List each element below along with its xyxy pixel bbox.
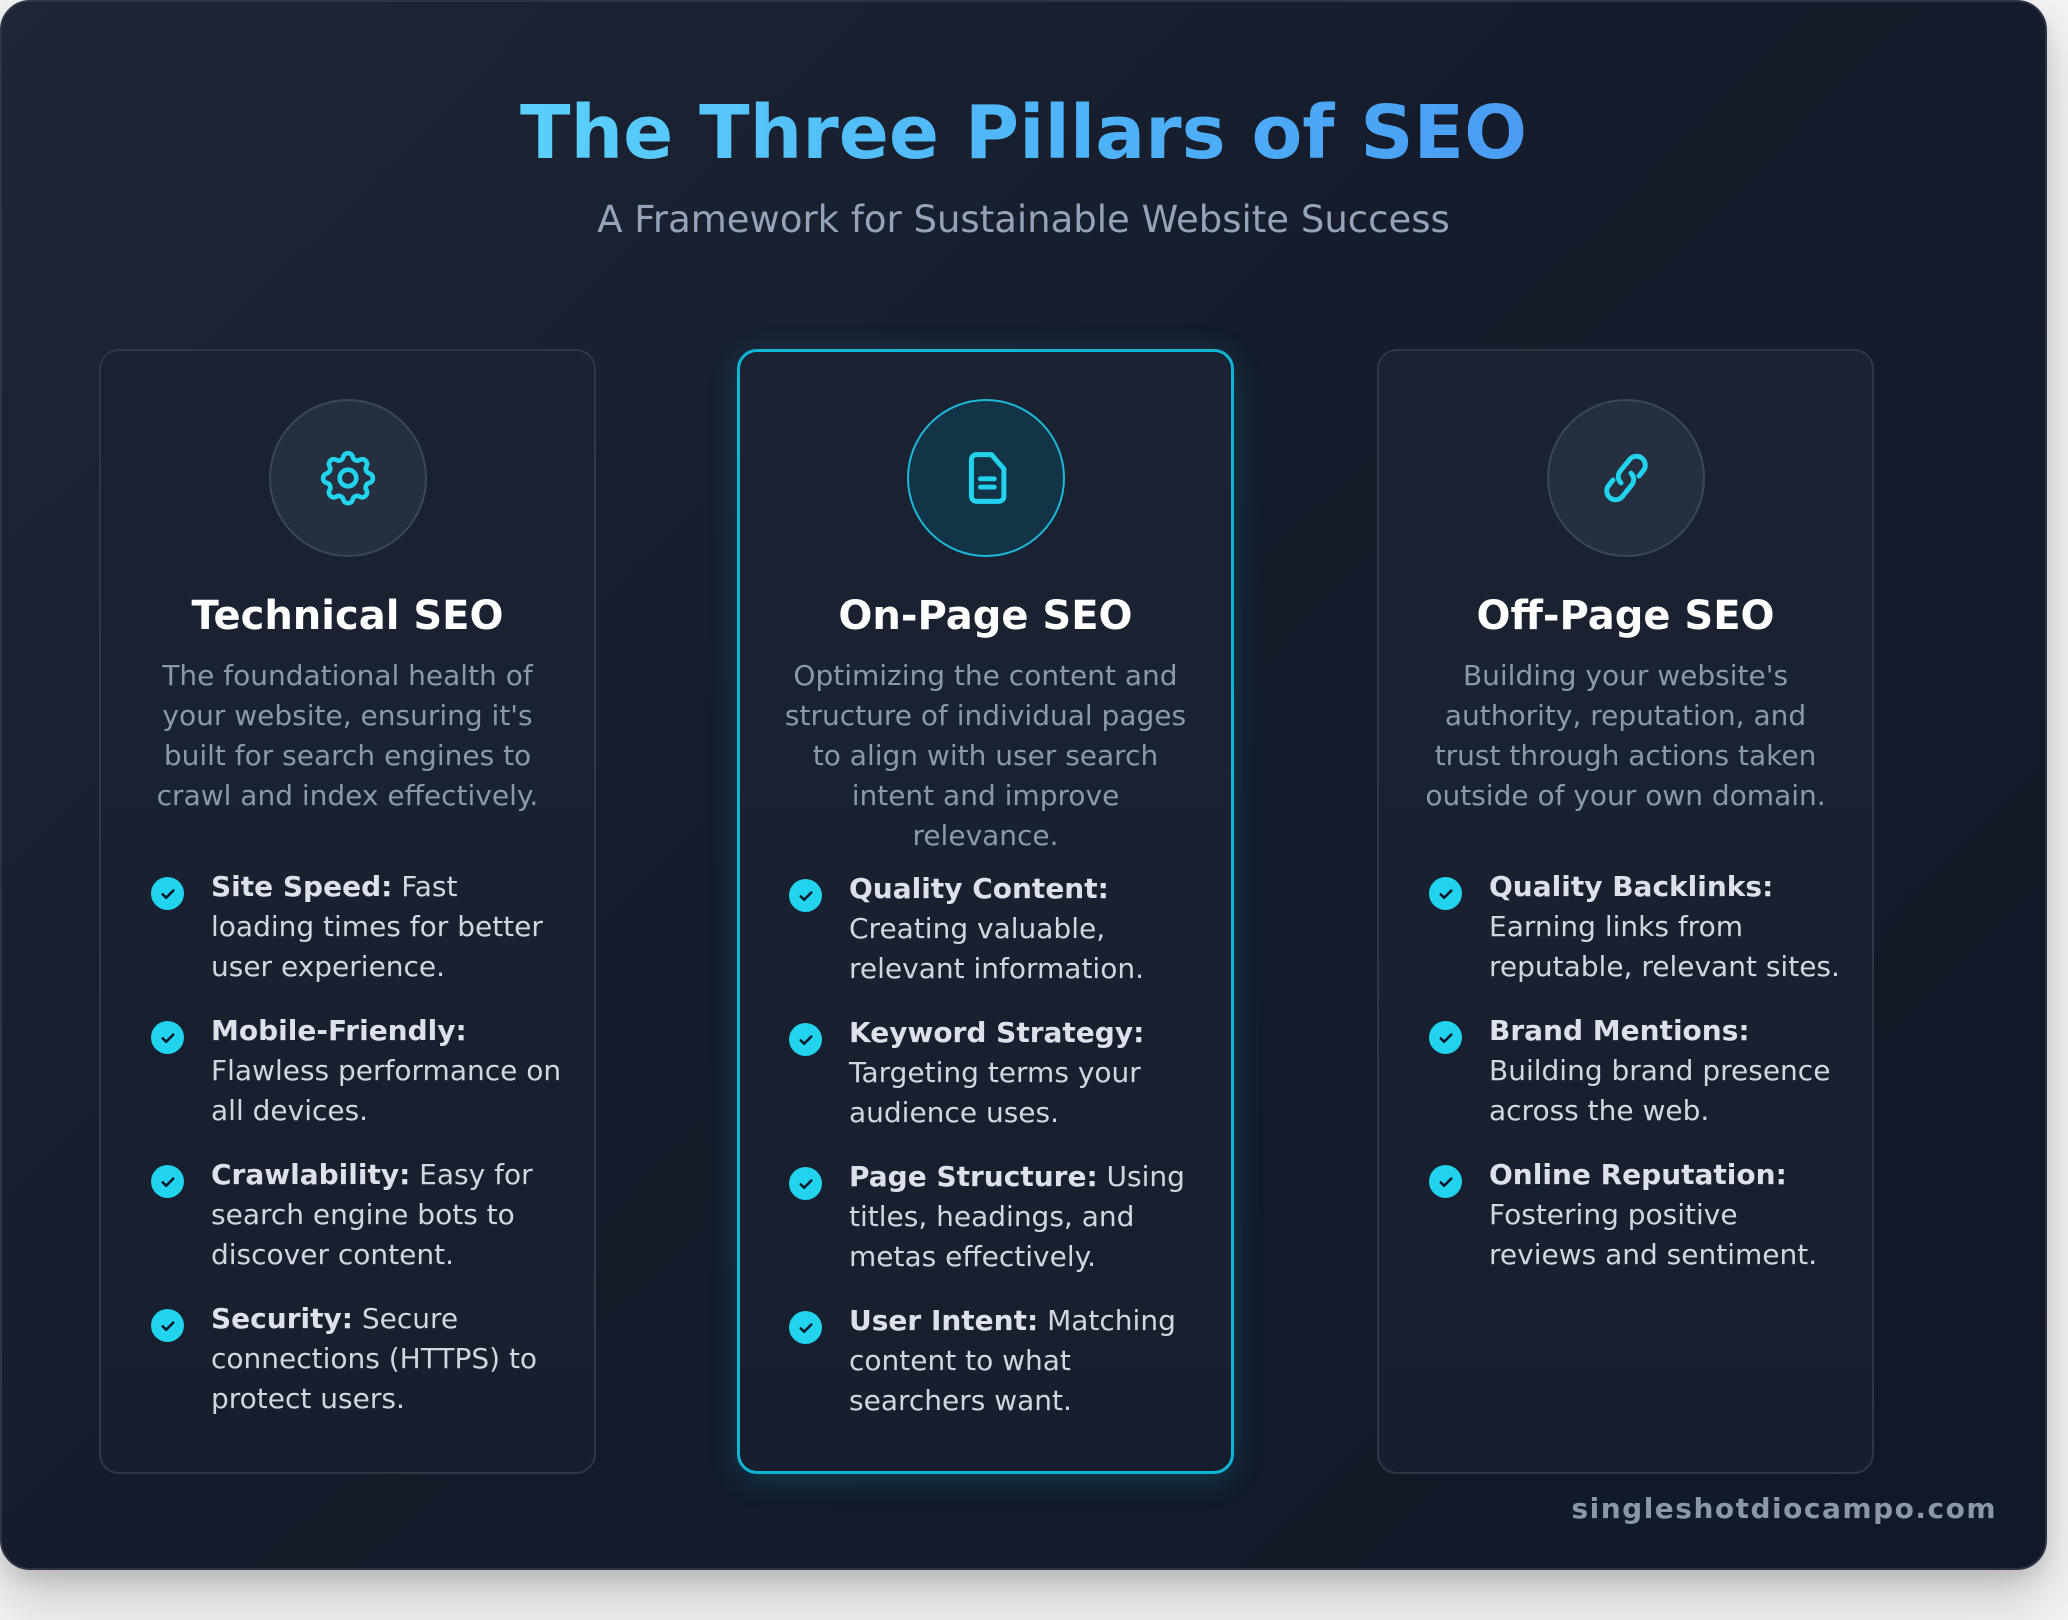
pillar-card-off-page-seo: Off-Page SEO Building your website's aut… [1377, 349, 1874, 1474]
pillar-description: Optimizing the content and structure of … [784, 659, 1187, 852]
page-title: The Three Pillars of SEO [2, 88, 2045, 178]
pillar-feature-list: Site Speed: Fast loading times for bette… [151, 867, 564, 1443]
check-circle-icon [789, 1023, 822, 1056]
feature-text: Fostering positive reviews and sentiment… [1489, 1198, 1818, 1271]
feature-label: Crawlability: [211, 1158, 411, 1191]
feature-label: Site Speed: [211, 870, 393, 903]
feature-text: Secure connections (HTTPS) to protect us… [211, 1302, 538, 1415]
pillar-card-on-page-seo: On-Page SEO Optimizing the content and s… [737, 349, 1234, 1474]
pillar-feature-list: Quality Backlinks: Earning links from re… [1429, 867, 1842, 1299]
check-circle-icon [1429, 877, 1462, 910]
list-item: Keyword Strategy: Targeting terms your a… [789, 1013, 1201, 1133]
check-circle-icon [151, 1165, 184, 1198]
feature-text: Fast loading times for better user exper… [211, 870, 543, 983]
check-circle-icon [789, 879, 822, 912]
feature-text: Targeting terms your audience uses. [849, 1056, 1141, 1129]
pillar-icon-badge [268, 399, 427, 557]
list-item: Mobile-Friendly: Flawless performance on… [151, 1011, 564, 1131]
feature-label: User Intent: [849, 1304, 1039, 1337]
list-item: Quality Content: Creating valuable, rele… [789, 869, 1201, 989]
pillar-description: The foundational health of your website,… [156, 659, 539, 812]
check-circle-icon [789, 1311, 822, 1344]
feature-label: Keyword Strategy: [849, 1016, 1145, 1049]
pillar-icon-badge [906, 399, 1065, 557]
feature-label: Page Structure: [849, 1160, 1098, 1193]
feature-text: Easy for search engine bots to discover … [211, 1158, 533, 1271]
feature-text: Matching content to what searchers want. [849, 1304, 1176, 1417]
pillar-title: Technical SEO [191, 593, 504, 639]
feature-label: Quality Content: [849, 872, 1109, 905]
feature-label: Online Reputation: [1489, 1158, 1787, 1191]
link-icon [1603, 453, 1648, 503]
list-item: Online Reputation: Fostering positive re… [1429, 1155, 1842, 1275]
check-circle-icon [151, 1309, 184, 1342]
feature-text: Earning links from reputable, relevant s… [1489, 910, 1840, 983]
feature-text: Using titles, headings, and metas effect… [849, 1160, 1185, 1273]
page-title-text: The Three Pillars of SEO [519, 90, 1528, 176]
check-circle-icon [151, 1021, 184, 1054]
check-circle-icon [789, 1167, 822, 1200]
list-item: Quality Backlinks: Earning links from re… [1429, 867, 1842, 987]
list-item: Site Speed: Fast loading times for bette… [151, 867, 564, 987]
watermark: singleshotdiocampo.com [1571, 1492, 1997, 1525]
check-circle-icon [1429, 1165, 1462, 1198]
list-item: Security: Secure connections (HTTPS) to … [151, 1299, 564, 1419]
feature-label: Quality Backlinks: [1489, 870, 1774, 903]
list-item: User Intent: Matching content to what se… [789, 1301, 1201, 1421]
page-subtitle: A Framework for Sustainable Website Succ… [597, 198, 1450, 241]
pillar-feature-list: Quality Content: Creating valuable, rele… [789, 869, 1201, 1445]
pillar-description: Building your website's authority, reput… [1425, 659, 1826, 812]
check-circle-icon [151, 877, 184, 910]
feature-label: Brand Mentions: [1489, 1014, 1750, 1047]
list-item: Crawlability: Easy for search engine bot… [151, 1155, 564, 1275]
feature-text: Building brand presence across the web. [1489, 1054, 1831, 1127]
infographic-frame: The Three Pillars of SEO A Framework for… [0, 0, 2047, 1570]
list-item: Page Structure: Using titles, headings, … [789, 1157, 1201, 1277]
gear-icon [320, 450, 375, 506]
feature-label: Mobile-Friendly: [211, 1014, 467, 1047]
feature-text: Creating valuable, relevant information. [849, 912, 1144, 985]
pillar-card-technical-seo: Technical SEO The foundational health of… [99, 349, 596, 1474]
pillar-icon-badge [1546, 399, 1705, 557]
list-item: Brand Mentions: Building brand presence … [1429, 1011, 1842, 1131]
pillar-title: Off-Page SEO [1476, 593, 1775, 639]
feature-label: Security: [211, 1302, 353, 1335]
check-circle-icon [1429, 1021, 1462, 1054]
document-icon [968, 452, 1006, 504]
pillar-title: On-Page SEO [838, 593, 1133, 639]
feature-text: Flawless performance on all devices. [211, 1054, 562, 1127]
